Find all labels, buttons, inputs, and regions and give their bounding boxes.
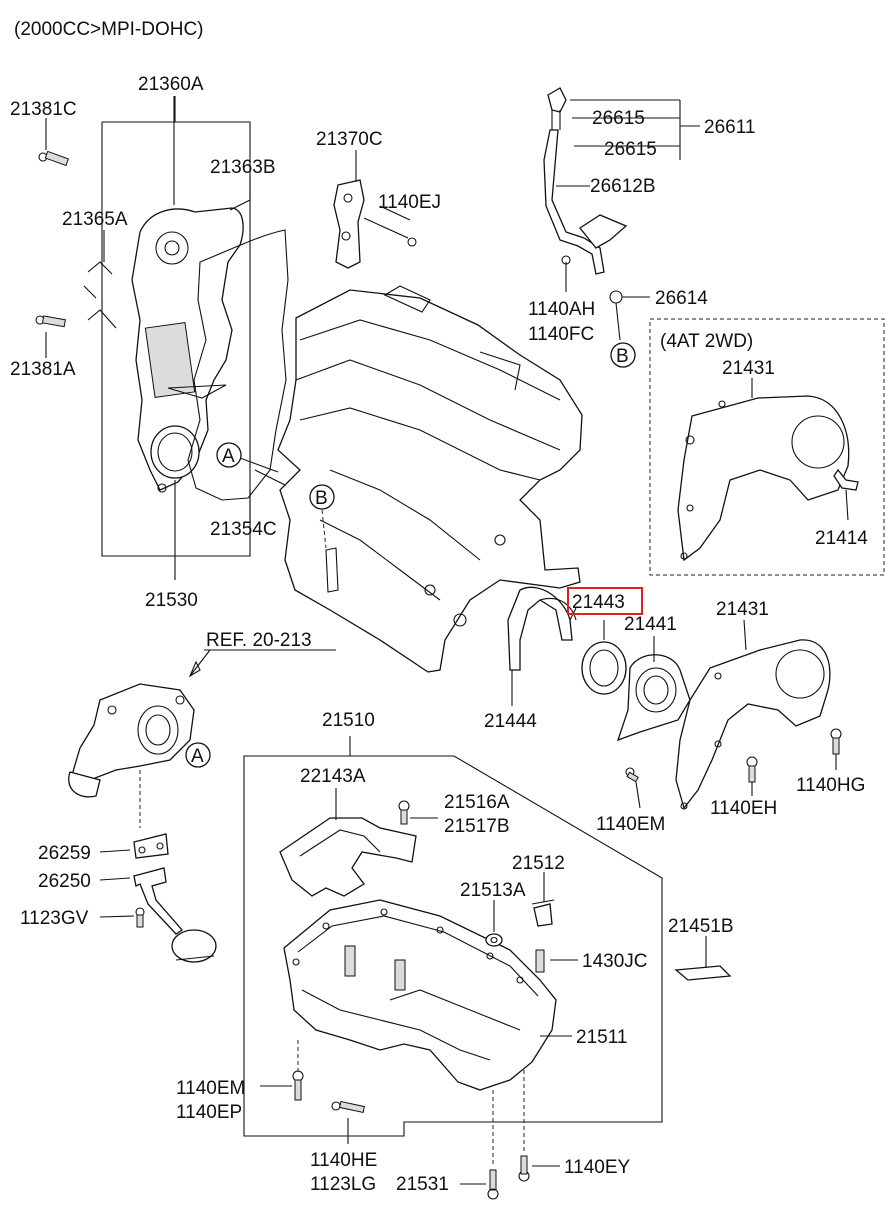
bolt-21381C[interactable] bbox=[38, 150, 70, 167]
oil-pan-bracket bbox=[243, 755, 663, 1137]
label-21511: 21511 bbox=[576, 1027, 627, 1048]
bolt-1140HE[interactable] bbox=[331, 1100, 365, 1144]
label-21444: 21444 bbox=[484, 711, 537, 732]
bolt-1123GV[interactable] bbox=[135, 907, 145, 928]
label-1140EP: 1140EP bbox=[176, 1102, 242, 1123]
rear-plate-21431[interactable] bbox=[675, 619, 831, 810]
callout-a-pump: A bbox=[185, 742, 211, 768]
label-1123LG: 1123LG bbox=[310, 1174, 376, 1195]
label-1140EM-rear: 1140EM bbox=[596, 814, 665, 835]
label-1140HG: 1140HG bbox=[796, 775, 865, 796]
dowel-1430JC[interactable] bbox=[535, 949, 578, 973]
label-1123GV: 1123GV bbox=[20, 908, 89, 929]
oil-seal-21441[interactable] bbox=[581, 620, 627, 695]
label-1140EY: 1140EY bbox=[564, 1157, 631, 1178]
timing-cover-group bbox=[35, 96, 289, 580]
bracket-21414[interactable] bbox=[833, 468, 859, 521]
oil-pan-21511[interactable] bbox=[283, 899, 572, 1091]
oil-strainer-26250[interactable] bbox=[133, 867, 217, 963]
bolt-21516A[interactable] bbox=[398, 800, 438, 825]
label-26615-lower: 26615 bbox=[604, 139, 657, 160]
bolt-1140EY[interactable] bbox=[518, 1070, 560, 1182]
label-21510: 21510 bbox=[322, 710, 375, 731]
bolt-1140EM-pan[interactable] bbox=[260, 1040, 304, 1101]
label-1430JC: 1430JC bbox=[582, 951, 648, 972]
svg-text:B: B bbox=[616, 346, 629, 367]
dipstick-group[interactable] bbox=[543, 87, 700, 341]
label-21443: 21443 bbox=[572, 592, 625, 613]
label-1140EM-pan: 1140EM bbox=[176, 1078, 245, 1099]
label-21516A: 21516A bbox=[444, 792, 510, 813]
label-26611: 26611 bbox=[704, 117, 755, 138]
label-26612B: 26612B bbox=[590, 176, 656, 197]
diagram-title: (2000CC>MPI-DOHC) bbox=[14, 19, 204, 40]
variant-label: (4AT 2WD) bbox=[660, 331, 753, 352]
svg-text:A: A bbox=[222, 446, 235, 467]
ref-20-213: REF. 20-213 bbox=[206, 630, 312, 651]
label-21531: 21531 bbox=[396, 1174, 449, 1195]
label-26614: 26614 bbox=[655, 288, 708, 309]
label-1140HE: 1140HE bbox=[310, 1150, 377, 1171]
label-21513A: 21513A bbox=[460, 880, 526, 901]
label-22143A: 22143A bbox=[300, 766, 366, 787]
label-21365A: 21365A bbox=[62, 209, 128, 230]
bolt-21531[interactable] bbox=[460, 1090, 499, 1200]
oil-pump[interactable] bbox=[68, 683, 195, 798]
rear-plate-4at[interactable] bbox=[677, 378, 850, 562]
sealant-21451B[interactable] bbox=[674, 936, 732, 981]
svg-text:B: B bbox=[315, 488, 328, 509]
callout-a-cover: A bbox=[216, 442, 242, 468]
label-21354C: 21354C bbox=[210, 519, 277, 540]
bolt-21381A[interactable] bbox=[35, 315, 66, 328]
svg-text:A: A bbox=[191, 746, 204, 767]
label-21451B: 21451B bbox=[668, 916, 734, 937]
label-21370C: 21370C bbox=[316, 129, 383, 150]
label-1140EH: 1140EH bbox=[710, 798, 777, 819]
callout-b-dipstick: B bbox=[610, 342, 636, 368]
label-21363B: 21363B bbox=[210, 157, 276, 178]
gasket-26259[interactable] bbox=[133, 833, 169, 859]
bracket-21370C[interactable] bbox=[333, 150, 417, 269]
label-21414: 21414 bbox=[815, 528, 868, 549]
bolt-1140HG[interactable] bbox=[830, 728, 842, 770]
label-21512: 21512 bbox=[512, 853, 565, 874]
callout-b-block: B bbox=[309, 484, 335, 549]
label-21381C: 21381C bbox=[10, 99, 77, 120]
seal-housing[interactable] bbox=[616, 636, 691, 742]
gasket-21513A[interactable] bbox=[485, 900, 503, 947]
label-21431-4at: 21431 bbox=[722, 358, 775, 379]
oil-seal-case-21444[interactable] bbox=[507, 586, 573, 706]
drain-plug-21512[interactable] bbox=[531, 872, 555, 927]
label-26259: 26259 bbox=[38, 843, 91, 864]
label-21431: 21431 bbox=[716, 599, 769, 620]
label-21360A: 21360A bbox=[138, 74, 204, 95]
bolt-1140EM-rear[interactable] bbox=[625, 767, 641, 809]
label-1140EJ: 1140EJ bbox=[378, 192, 441, 213]
highlight-21443 bbox=[567, 587, 643, 615]
label-1140FC: 1140FC bbox=[528, 324, 594, 345]
label-21530: 21530 bbox=[145, 590, 198, 611]
label-26615-upper: 26615 bbox=[592, 108, 645, 129]
label-21517B: 21517B bbox=[444, 816, 510, 837]
baffle-22143A[interactable] bbox=[279, 788, 417, 897]
engine-block bbox=[254, 285, 583, 673]
label-26250: 26250 bbox=[38, 871, 91, 892]
bolt-1140EH[interactable] bbox=[746, 756, 758, 796]
label-21441: 21441 bbox=[624, 614, 677, 635]
label-1140AH: 1140AH bbox=[528, 299, 595, 320]
timing-cover-gasket[interactable] bbox=[187, 229, 289, 501]
label-21381A: 21381A bbox=[10, 359, 76, 380]
